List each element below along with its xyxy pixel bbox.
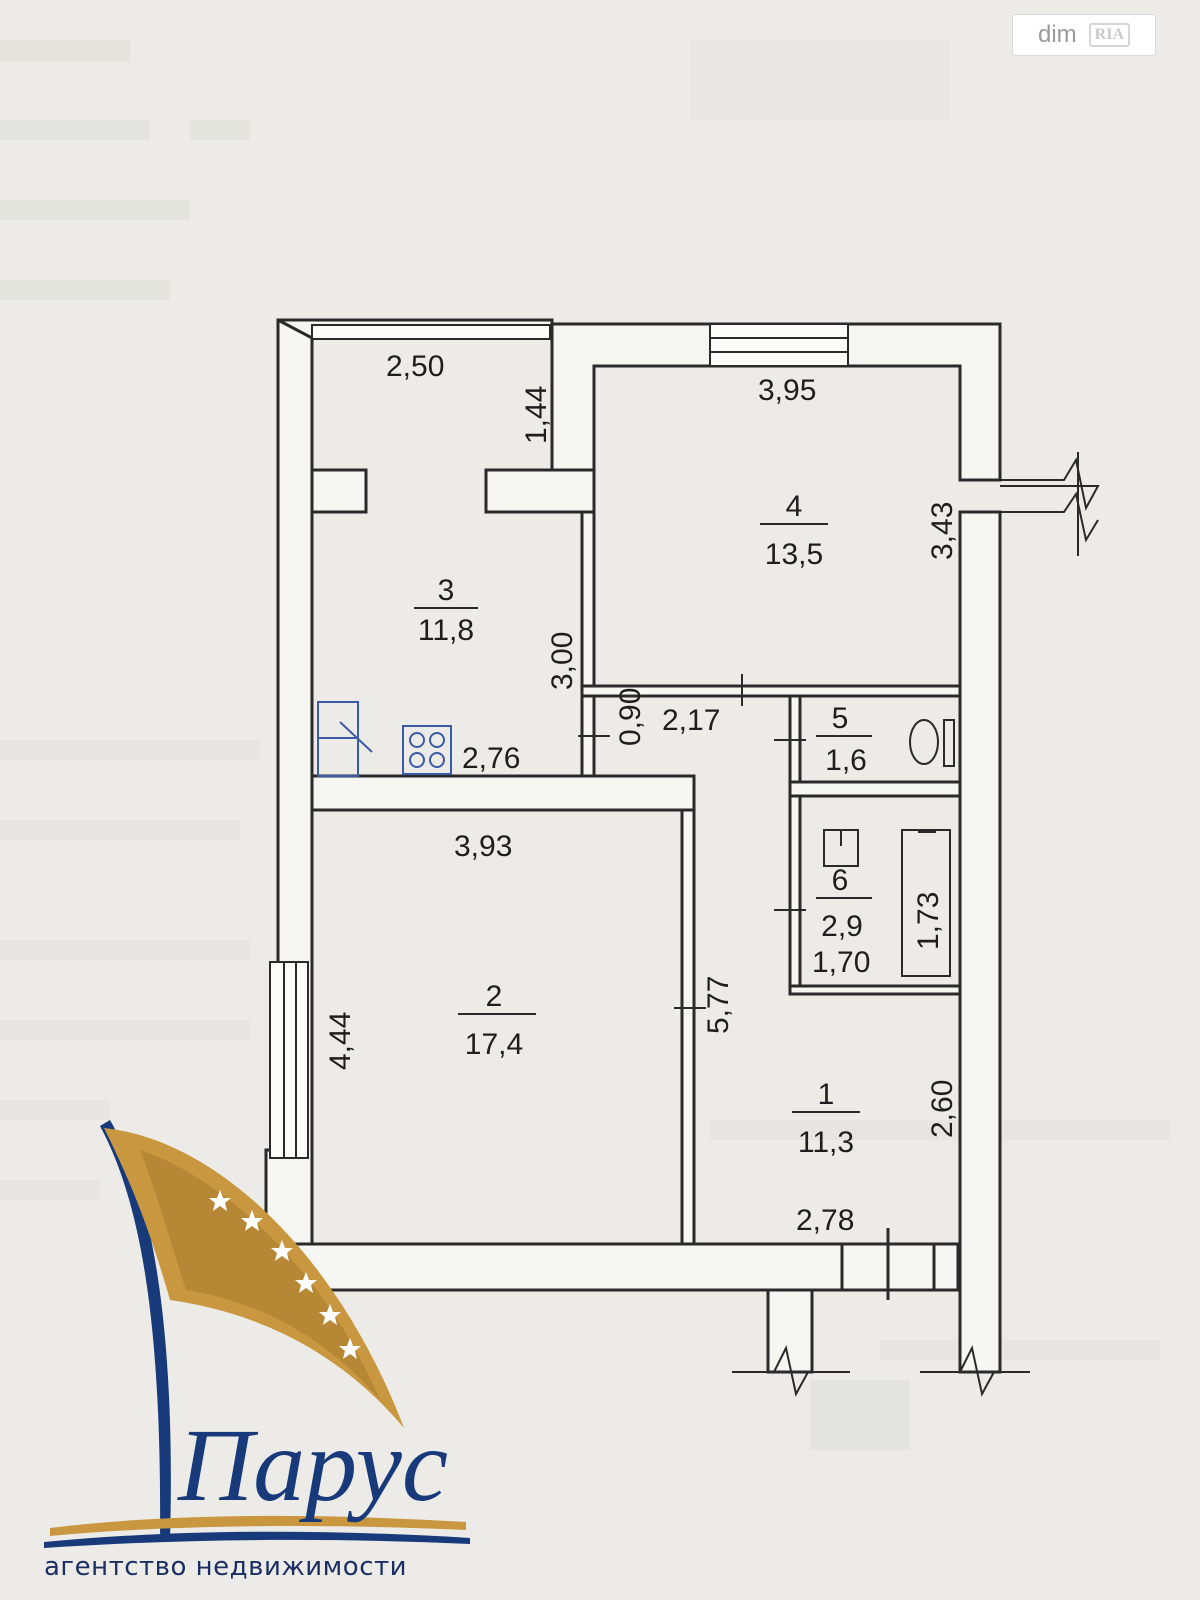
dimension-ticks (578, 674, 806, 1009)
room-number: 1 (818, 1078, 835, 1111)
bath-bottom-wall (788, 984, 962, 996)
room-3-label: 3 11,8 (414, 574, 478, 647)
dimension-labels: 2,50 1,44 3,00 2,76 3,95 3,43 2,17 0,90 … (324, 350, 959, 1237)
mast-icon (100, 1120, 171, 1540)
dim-hall-width: 2,17 (662, 704, 720, 737)
agency-tagline: агентство недвижимости (44, 1552, 408, 1582)
dim-living-right: 5,77 (702, 976, 735, 1034)
room-4-label: 4 13,5 (760, 490, 828, 571)
background-document (0, 40, 1170, 1450)
dim-corridor-side: 2,60 (926, 1080, 959, 1138)
stars-icon (209, 1190, 361, 1359)
room-area: 11,8 (418, 614, 474, 647)
living-corridor-wall (680, 808, 696, 1246)
room-area: 13,5 (765, 538, 823, 571)
room-number: 3 (438, 574, 455, 607)
bathtub-icon (901, 829, 951, 977)
dim-corridor-bottom: 2,78 (796, 1204, 854, 1237)
room-number: 4 (786, 490, 803, 523)
dim-hall-step: 0,90 (614, 688, 647, 746)
kitchen-nook-right (484, 468, 596, 514)
dim-living-side: 4,44 (324, 1012, 357, 1070)
hall-wall (580, 684, 962, 698)
agency-logo: Парус (44, 1120, 470, 1548)
dim-kitchen-nook: 1,44 (520, 386, 553, 444)
room-number: 2 (486, 980, 503, 1013)
kitchen-window (311, 324, 551, 340)
stove-icon (402, 725, 452, 775)
watermark-tag: RIA (1088, 23, 1130, 47)
room-area: 17,4 (465, 1028, 523, 1061)
wave-icon (50, 1515, 466, 1536)
watermark-badge: dim RIA (1012, 14, 1156, 56)
interior-walls (310, 468, 962, 1246)
dim-bedroom-side: 3,43 (926, 502, 959, 560)
kitchen-living-wall (310, 774, 696, 812)
fixtures (317, 701, 955, 977)
room-1-label: 1 11,3 (792, 1078, 860, 1159)
bedroom-window (709, 323, 849, 367)
watermark-site: dim (1037, 21, 1077, 48)
logo-name: Парус (177, 1408, 448, 1523)
room-2-label: 2 17,4 (458, 980, 536, 1061)
dim-kitchen-side: 3,00 (546, 632, 579, 690)
bottom-wall (220, 1242, 960, 1292)
room-area: 1,6 (825, 744, 867, 777)
room-5-label: 5 1,6 (816, 702, 872, 777)
living-window (269, 961, 309, 1159)
dim-kitchen-top: 2,50 (386, 350, 444, 383)
room-labels: 3 11,8 4 13,5 5 1,6 6 2,9 2 17,4 1 11,3 (414, 490, 872, 1159)
dim-living-top: 3,93 (454, 830, 512, 863)
right-wall (958, 510, 1002, 1374)
room-number: 5 (832, 702, 849, 735)
entrance (840, 1228, 936, 1300)
dim-bath-tub: 1,73 (912, 892, 945, 950)
bottom-stub-left (766, 1288, 814, 1374)
dim-kitchen-bottom: 2,76 (462, 742, 520, 775)
wc-bath-wall (788, 780, 962, 798)
room-6-label: 6 2,9 (816, 864, 872, 943)
dim-bedroom-top: 3,95 (758, 374, 816, 407)
room-area: 2,9 (821, 910, 863, 943)
room-area: 11,3 (798, 1126, 854, 1159)
toilet-icon (909, 719, 939, 765)
windows (269, 323, 849, 1159)
dim-bath-bottom: 1,70 (812, 946, 870, 979)
room-number: 6 (832, 864, 849, 897)
kitchen-nook-left (310, 468, 368, 514)
